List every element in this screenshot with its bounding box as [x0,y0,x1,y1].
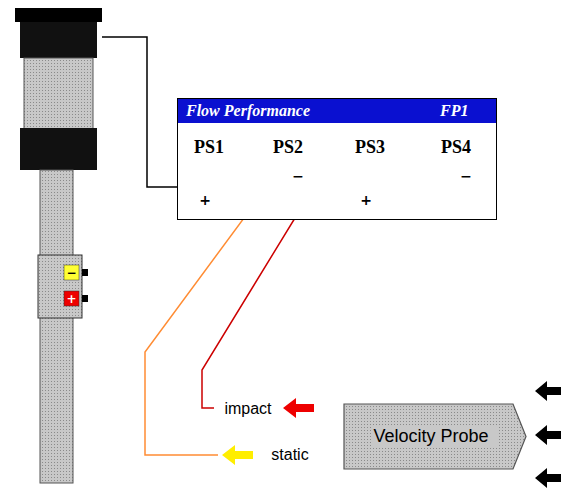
sign: − [292,168,304,184]
tube-label: static [270,446,309,464]
sign: − [374,168,386,184]
port-label: PS4 [441,137,471,158]
panel-title: Flow Performance [186,102,310,120]
port-label: PS2 [273,137,303,158]
sign: + [360,192,372,208]
port-label: PS1 [194,137,224,158]
tube-label: impact [223,400,272,418]
panel-id: FP1 [440,102,468,120]
sign: − [66,266,76,280]
sign: + [199,192,211,208]
probe-label: Velocity Probe [371,426,498,447]
flow-device [15,8,102,483]
sign: − [213,168,225,184]
impact-arrow [283,398,314,418]
velocity-probe: Velocity Probe [343,403,527,470]
port-label: PS3 [355,137,385,158]
sign: + [446,192,458,208]
signal-wire [102,37,177,187]
panel-header: Flow Performance FP1 [178,99,496,123]
impact-tube [202,200,306,408]
sign: + [278,192,290,208]
sign: + [66,292,76,306]
flow-arrows [535,381,561,488]
sign: − [460,168,472,184]
static-arrow [222,445,253,465]
